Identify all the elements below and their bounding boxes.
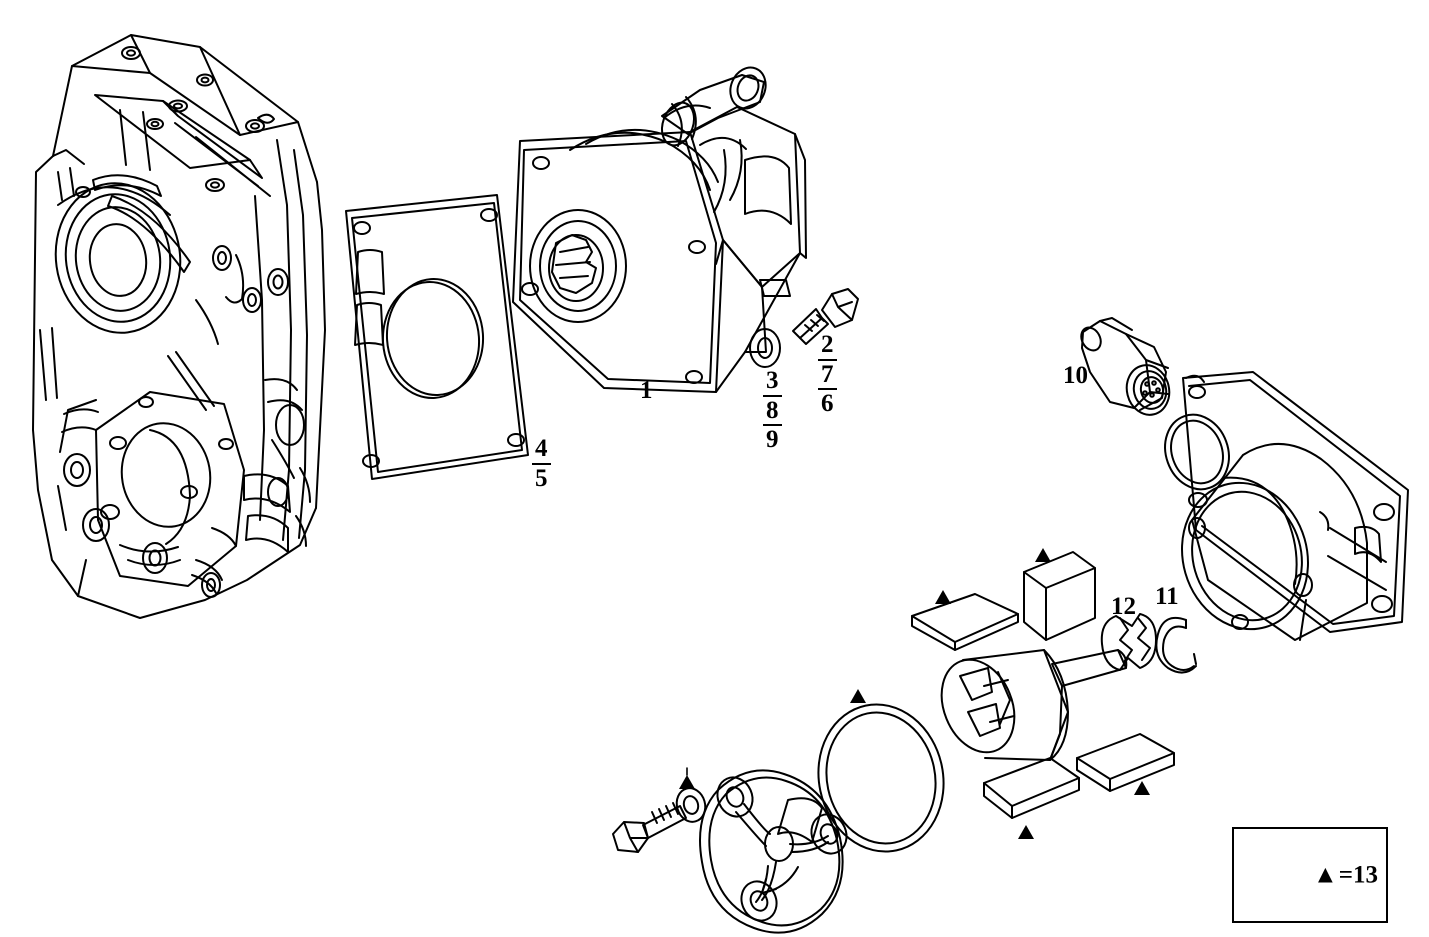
- part-sensor-switch: [1080, 317, 1171, 416]
- callout-2-7-6-part-2: 7: [818, 358, 837, 388]
- callout-3-8-9-part-1: 3: [766, 367, 779, 394]
- part-o-ring: [817, 703, 945, 853]
- legend-equals-label: =13: [1338, 861, 1378, 889]
- triangle-markers: [679, 548, 1150, 839]
- callout-3-8-9-part-3: 9: [763, 424, 782, 453]
- part-gearbox-housing: [32, 34, 326, 619]
- callout-2-7-6-part-1: 2: [821, 331, 834, 358]
- part-vane-plate-c: [983, 757, 1080, 819]
- callout-2-7-6-part-3: 6: [818, 388, 837, 417]
- callout-3-8-9-part-2: 8: [763, 394, 782, 424]
- callout-3-8-9: 3 8 9: [763, 368, 782, 453]
- part-cover-bolt: [612, 802, 687, 853]
- part-washer: [749, 328, 781, 368]
- callout-11: 11: [1155, 583, 1179, 610]
- legend-box: ▲ =13: [1232, 827, 1388, 923]
- callout-2-7-6: 2 7 6: [818, 332, 837, 417]
- part-end-cover: [699, 769, 848, 934]
- part-cover-washer: [675, 787, 707, 823]
- part-vane-plate-b: [1023, 551, 1096, 641]
- part-vane-plate-d: [1076, 733, 1175, 792]
- callout-4-5-part-1: 4: [535, 435, 548, 462]
- part-hex-bolt: [792, 288, 859, 345]
- part-gasket: [345, 194, 529, 480]
- part-retaining-ring: [1155, 616, 1197, 674]
- part-pump-body: [512, 66, 807, 393]
- legend-triangle-icon: ▲: [1313, 861, 1338, 889]
- part-vane-plate-a: [911, 593, 1019, 651]
- callout-4-5: 4 5: [532, 436, 551, 491]
- callout-1: 1: [640, 377, 653, 404]
- callout-4-5-part-2: 5: [532, 462, 551, 492]
- callout-10: 10: [1063, 362, 1088, 389]
- part-pump-housing: [1181, 371, 1409, 641]
- callout-12: 12: [1111, 593, 1136, 620]
- part-clip: [1100, 613, 1157, 671]
- part-rotor: [940, 649, 1128, 761]
